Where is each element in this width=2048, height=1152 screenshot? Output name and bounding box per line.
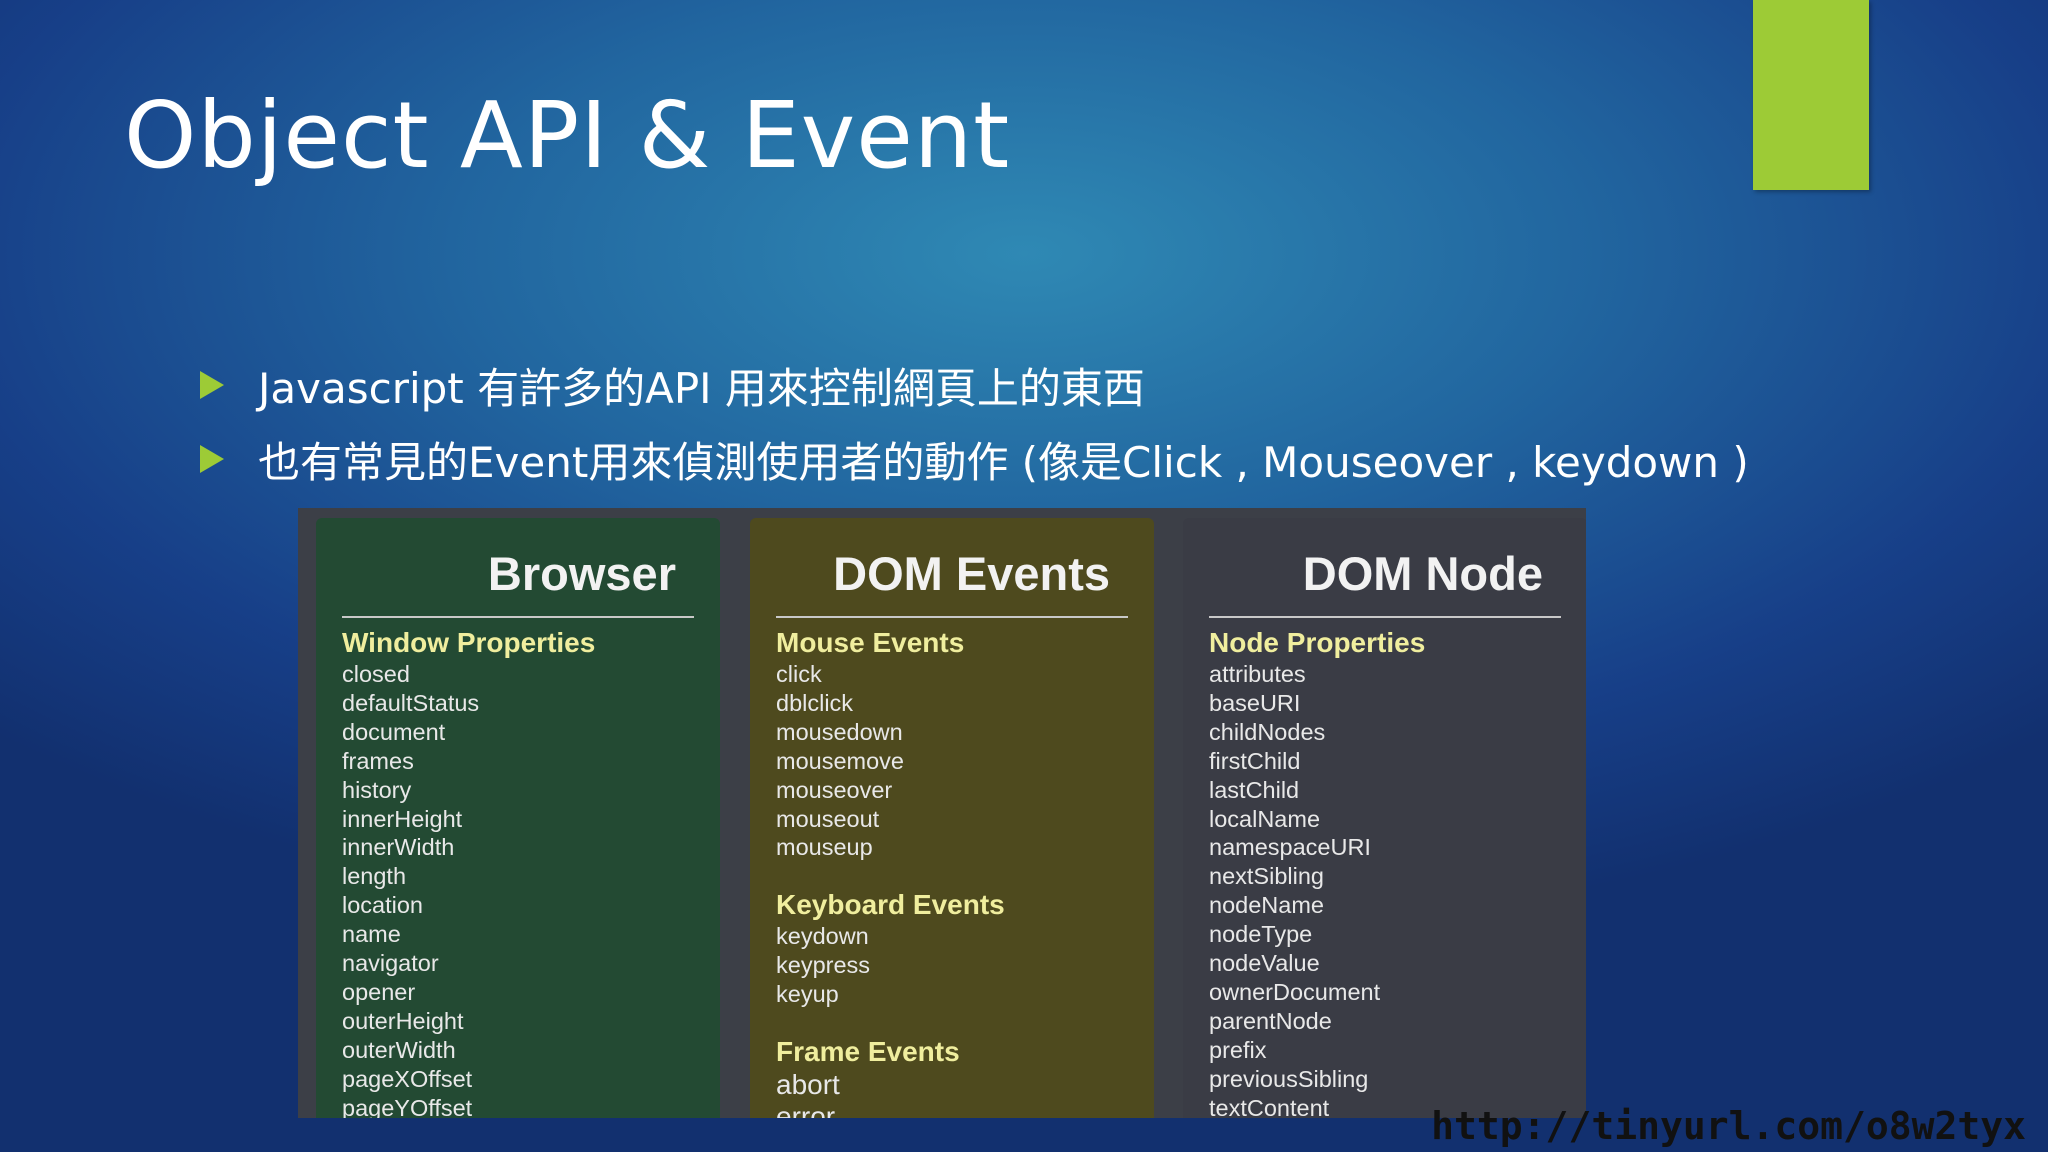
accent-bar	[1753, 0, 1869, 190]
list-item: closed	[342, 661, 410, 687]
list-item: mouseout	[776, 805, 880, 832]
list-item: defaultStatus	[342, 689, 480, 716]
list-item: abort	[776, 1069, 840, 1101]
list-item: innerHeight	[342, 805, 463, 832]
column-divider	[1209, 616, 1561, 618]
column-divider	[776, 616, 1128, 618]
group-heading: Window Properties	[342, 627, 596, 658]
slide-title: Object API & Event	[124, 82, 1011, 189]
list-item: lastChild	[1209, 776, 1300, 803]
triangle-bullet-icon	[200, 371, 224, 399]
group-heading: Mouse Events	[776, 627, 965, 658]
list-item: textContent	[1209, 1094, 1330, 1118]
list-item: nodeValue	[1209, 950, 1320, 977]
list-item: keyup	[776, 981, 839, 1008]
list-item: mouseover	[776, 776, 893, 803]
column-divider	[342, 616, 694, 618]
list-item: ownerDocument	[1209, 978, 1381, 1005]
list-item: name	[342, 921, 401, 948]
list-item: frames	[342, 747, 414, 774]
list-item: mousemove	[776, 747, 904, 774]
list-item: outerWidth	[342, 1036, 456, 1063]
list-item: nodeName	[1209, 892, 1324, 919]
list-item: history	[342, 776, 412, 803]
list-item: pageYOffset	[342, 1094, 473, 1118]
list-item: location	[342, 892, 423, 919]
list-item: opener	[342, 978, 416, 1005]
source-url: http://tinyurl.com/o8w2tyx	[1431, 1104, 2026, 1148]
bullet-item: 也有常見的Event用來偵測使用者的動作 (像是Click , Mouseove…	[200, 422, 1749, 496]
list-item: click	[776, 661, 822, 687]
list-item: nextSibling	[1209, 863, 1324, 890]
list-item: document	[342, 718, 446, 745]
list-item: prefix	[1209, 1036, 1267, 1063]
list-item: previousSibling	[1209, 1065, 1369, 1092]
bullet-text: Javascript 有許多的API 用來控制網頁上的東西	[258, 363, 1145, 413]
list-item: childNodes	[1209, 718, 1326, 745]
group-heading: Frame Events	[776, 1036, 960, 1068]
group-heading: Keyboard Events	[776, 889, 1005, 921]
column-title: DOM Events	[833, 547, 1110, 600]
list-item: firstChild	[1209, 747, 1301, 774]
list-item: keydown	[776, 923, 869, 950]
list-item: mouseup	[776, 834, 873, 861]
bullet-item: Javascript 有許多的API 用來控制網頁上的東西	[200, 348, 1749, 422]
list-item: outerHeight	[342, 1007, 464, 1034]
bullet-text: 也有常見的Event用來偵測使用者的動作 (像是Click , Mouseove…	[258, 437, 1749, 487]
list-item: dblclick	[776, 689, 854, 716]
column-title: Browser	[487, 547, 676, 600]
list-item: pageXOffset	[342, 1065, 473, 1092]
list-item: navigator	[342, 950, 439, 977]
triangle-bullet-icon	[200, 445, 224, 473]
list-item: namespaceURI	[1209, 834, 1371, 861]
group-heading: Node Properties	[1209, 627, 1426, 658]
list-item: nodeType	[1209, 921, 1313, 948]
list-item: attributes	[1209, 661, 1306, 687]
list-item: parentNode	[1209, 1007, 1332, 1034]
column-title: DOM Node	[1302, 547, 1543, 600]
list-item: mousedown	[776, 718, 903, 745]
list-item: length	[342, 863, 407, 890]
list-item: localName	[1209, 805, 1321, 832]
list-item: error	[776, 1101, 836, 1118]
list-item: baseURI	[1209, 689, 1301, 716]
list-item: innerWidth	[342, 834, 455, 861]
bullet-list: Javascript 有許多的API 用來控制網頁上的東西 也有常見的Event…	[200, 348, 1749, 496]
list-item: keypress	[776, 952, 871, 979]
